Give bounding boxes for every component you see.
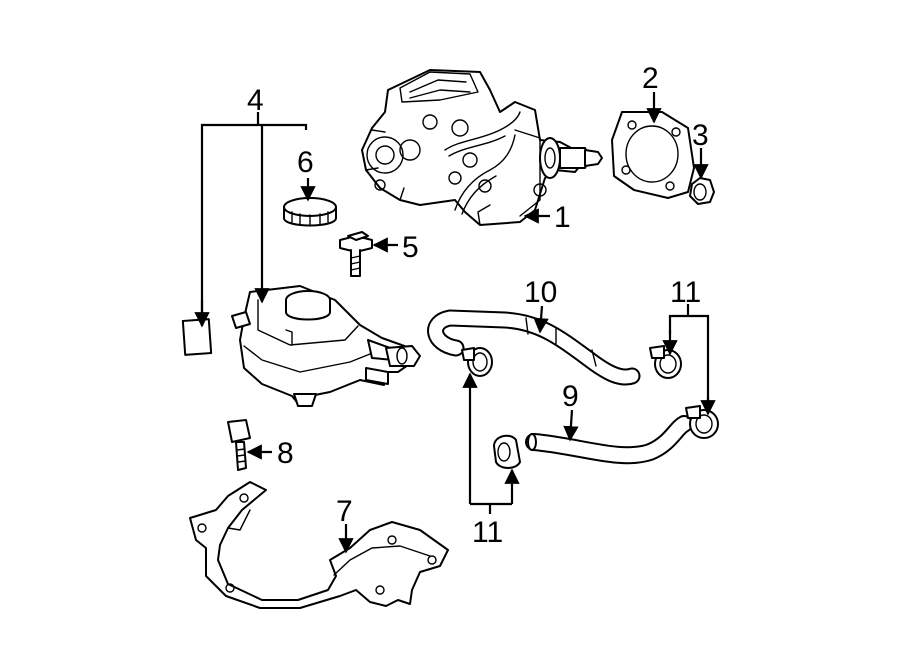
callout-11-top: 11 [670, 276, 701, 309]
clamp-icon [685, 405, 719, 439]
callout-3: 3 [692, 119, 709, 152]
callout-7: 7 [336, 495, 353, 528]
leader-lines [194, 92, 716, 554]
callout-4: 4 [247, 84, 264, 117]
label-plate-icon [181, 318, 213, 356]
callout-5: 5 [402, 231, 419, 264]
bolt-icon [339, 231, 373, 277]
callout-10: 10 [524, 276, 557, 309]
callout-1: 1 [554, 201, 571, 234]
bracket-icon [189, 481, 449, 609]
gasket-icon [611, 111, 695, 199]
reservoir-icon [231, 285, 421, 407]
cap-icon [283, 197, 337, 227]
clamp-icon [493, 434, 521, 469]
nut-icon [689, 177, 715, 205]
clamp-icon [461, 347, 493, 377]
brake-booster-master-cylinder-icon [361, 69, 603, 226]
clamp-icon [649, 345, 682, 379]
callout-8: 8 [277, 437, 294, 470]
callout-2: 2 [642, 62, 659, 95]
callout-11-bottom: 11 [472, 516, 503, 549]
bolt-icon [227, 419, 251, 471]
callout-6: 6 [297, 146, 314, 179]
hose-icon [525, 415, 693, 465]
callout-9: 9 [562, 380, 579, 413]
hose-icon [427, 309, 641, 386]
